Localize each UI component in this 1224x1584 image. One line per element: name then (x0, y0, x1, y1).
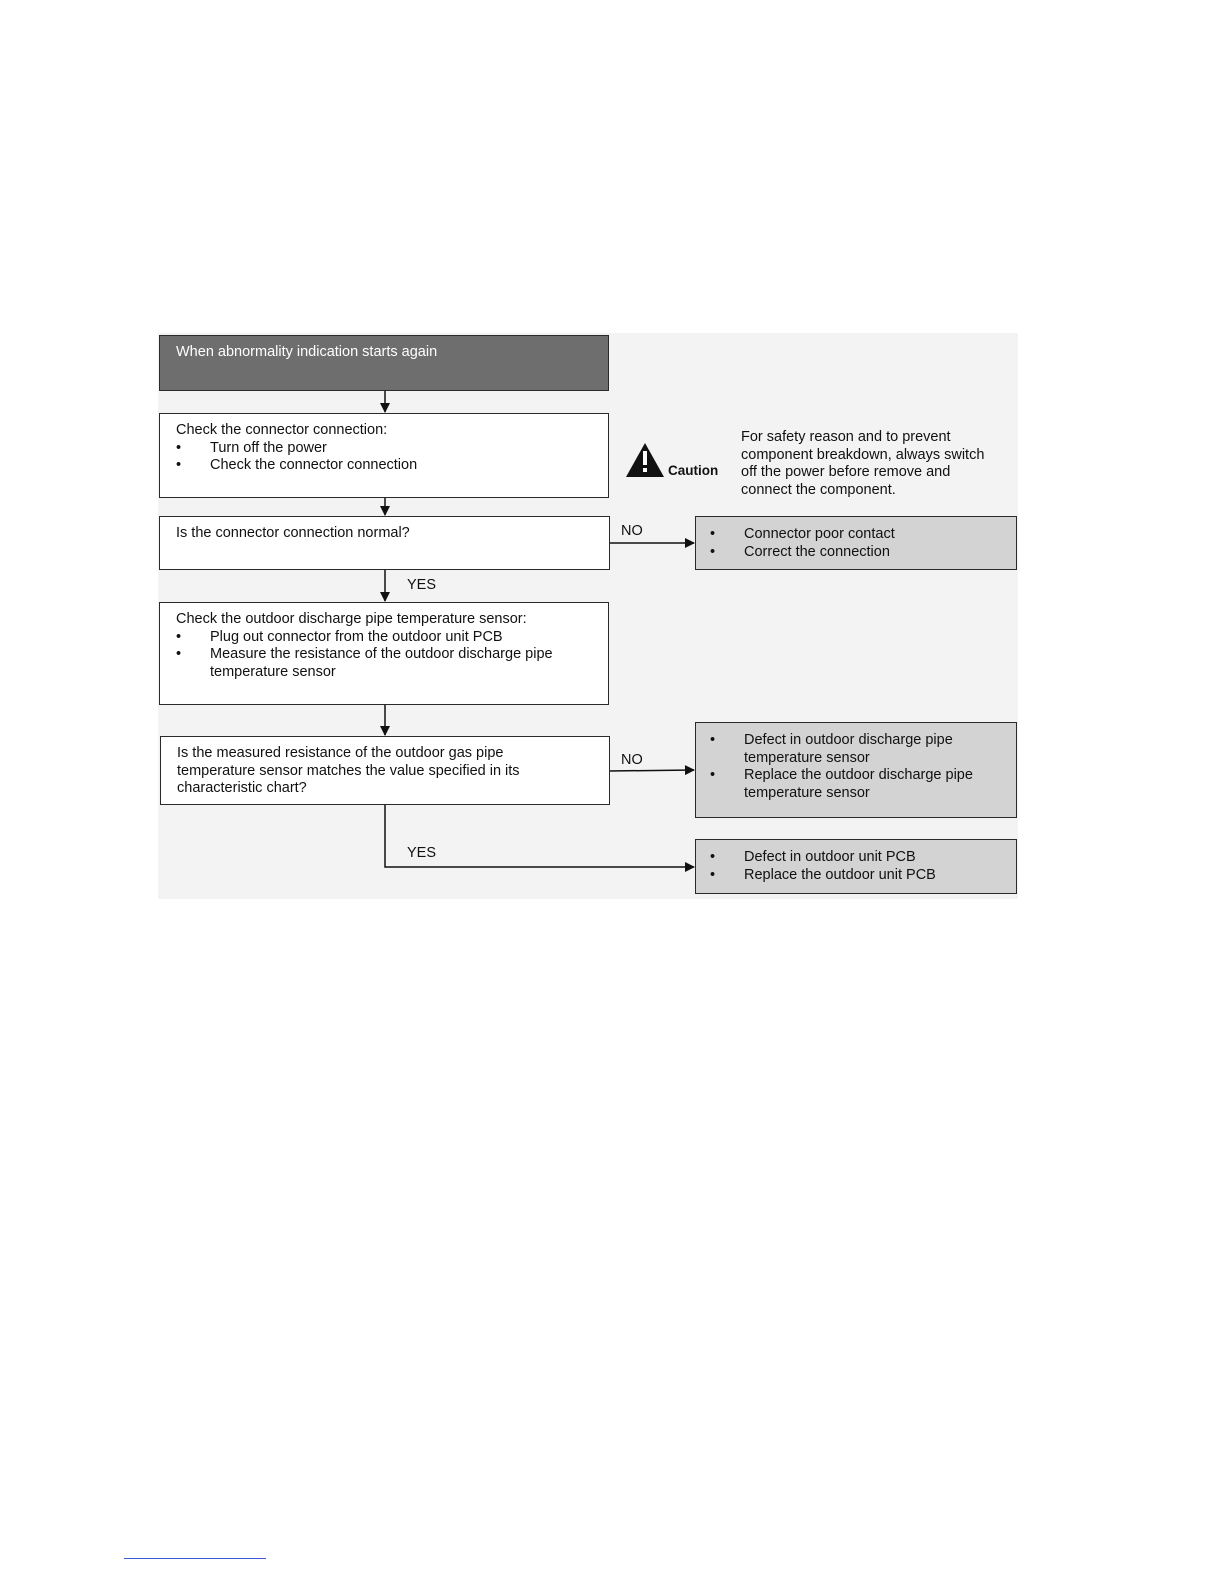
decision-connector-normal-text: Is the connector connection normal? (176, 525, 410, 541)
check-sensor-bullet: Plug out connector from the outdoor unit… (176, 629, 608, 647)
decision-resistance-text: Is the measured resistance of the outdoo… (177, 745, 504, 761)
no-label: NO (621, 752, 643, 768)
check-connector-box: Check the connector connection: Turn off… (159, 413, 609, 498)
result-pcb-bullet: Defect in outdoor unit PCB (710, 849, 1016, 867)
caution-text-line: For safety reason and to prevent (741, 429, 951, 445)
result-pcb-bullet: Replace the outdoor unit PCB (710, 867, 1016, 885)
start-text: When abnormality indication starts again (176, 344, 438, 360)
arrow-decision2-no (608, 765, 695, 776)
start-box: When abnormality indication starts again (159, 335, 609, 391)
result-connector-box: Connector poor contact Correct the conne… (695, 516, 1017, 570)
result-sensor-box: Defect in outdoor discharge pipe tempera… (695, 722, 1017, 818)
check-connector-title: Check the connector connection: (176, 422, 388, 438)
caution-text-line: component breakdown, always switch (741, 446, 985, 463)
check-sensor-bullet-continuation: temperature sensor (210, 663, 336, 680)
caution-text-line: off the power before remove and (741, 464, 951, 480)
decision-resistance-text: temperature sensor matches the value spe… (177, 762, 520, 779)
result-pcb-box: Defect in outdoor unit PCB Replace the o… (695, 839, 1017, 894)
result-sensor-bullet: Replace the outdoor discharge pipe (710, 767, 1016, 785)
check-sensor-box: Check the outdoor discharge pipe tempera… (159, 602, 609, 705)
footer-rule (124, 1558, 266, 1559)
result-connector-bullet: Correct the connection (710, 544, 1016, 562)
result-connector-bullet: Connector poor contact (710, 526, 1016, 544)
decision-resistance-box: Is the measured resistance of the outdoo… (160, 736, 610, 805)
no-label: NO (621, 523, 643, 539)
yes-label: YES (407, 577, 437, 593)
result-sensor-bullet: Defect in outdoor discharge pipe (710, 732, 1016, 750)
warning-triangle-icon (626, 443, 664, 477)
check-connector-bullet: Check the connector connection (176, 457, 608, 475)
caution-text-line: connect the component. (741, 481, 896, 498)
caution-label: Caution (668, 463, 719, 478)
arrow-decision2-yes (384, 804, 695, 872)
result-sensor-bullet-continuation: temperature sensor (744, 784, 870, 801)
result-sensor-bullet-continuation: temperature sensor (744, 749, 870, 766)
check-sensor-title: Check the outdoor discharge pipe tempera… (176, 611, 527, 627)
check-sensor-bullet: Measure the resistance of the outdoor di… (176, 646, 608, 664)
check-connector-bullet: Turn off the power (176, 440, 608, 458)
yes-label: YES (407, 845, 437, 861)
decision-connector-normal-box: Is the connector connection normal? (159, 516, 610, 570)
caution-text: For safety reason and to prevent compone… (741, 429, 984, 499)
decision-resistance-text: characteristic chart? (177, 780, 307, 796)
